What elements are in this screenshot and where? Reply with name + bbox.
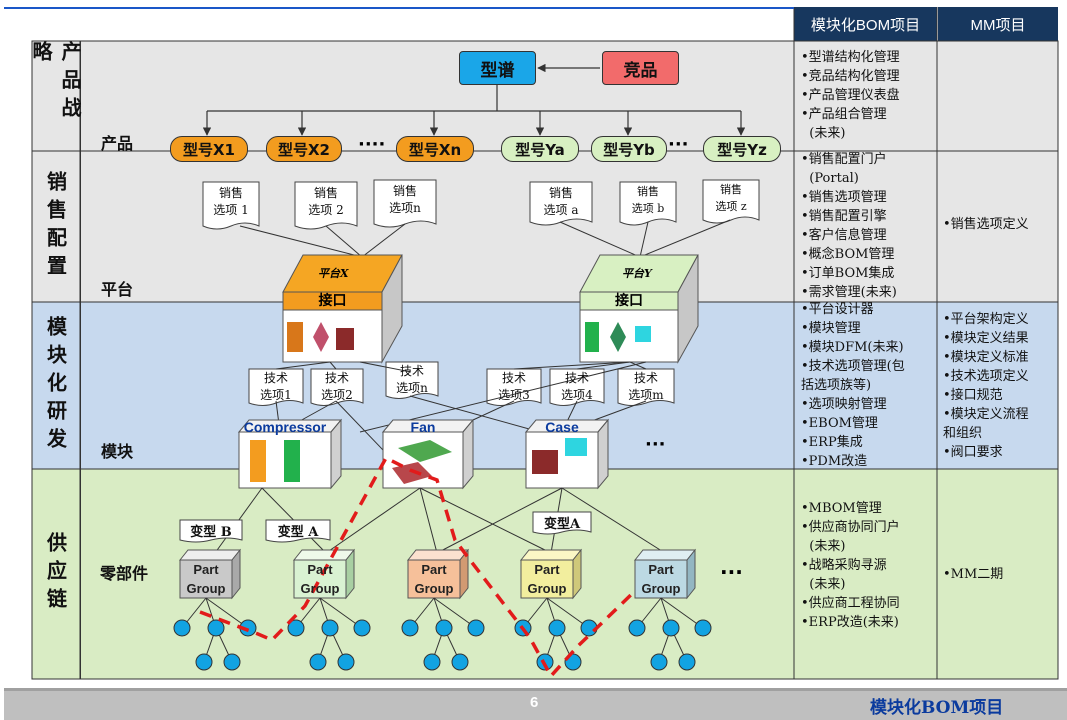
row-strategy: 产品战略 xyxy=(29,41,82,151)
model-ya[interactable]: 型号Ya xyxy=(501,136,579,162)
part-group-dots: ··· xyxy=(720,560,743,584)
tech-option-2: 技术 选项2 xyxy=(321,371,353,402)
page-number: 6 xyxy=(530,694,539,711)
part-node xyxy=(195,653,213,671)
part-group-4[interactable]: Part Group xyxy=(527,562,567,596)
part-node xyxy=(650,653,668,671)
part-node xyxy=(309,653,327,671)
spectrum-box[interactable]: 型谱 xyxy=(459,51,536,85)
module-dots: ··· xyxy=(645,434,666,455)
sales-option-1: 销售 选项 1 xyxy=(213,186,249,217)
bom-supply: •MBOM管理 •供应商协同门户 (未来) •战略采购寻源 (未来) •供应商工… xyxy=(801,501,900,630)
bom-strategy: •型谱结构化管理 •竞品结构化管理 •产品管理仪表盘 •产品组合管理 (未来) xyxy=(801,50,900,141)
tech-option-3: 技术 选项3 xyxy=(498,371,530,402)
part-node xyxy=(548,619,566,637)
platform-y-interface: 接口 xyxy=(615,293,643,309)
platform-x-name: 平台X xyxy=(318,267,349,280)
variant-a-2: 变型A xyxy=(543,517,581,532)
part-node xyxy=(321,619,339,637)
variant-a: 变型 A xyxy=(277,525,319,540)
mm-supply: •MM二期 xyxy=(943,567,1004,582)
part-node xyxy=(207,619,225,637)
row-supply: 供应链 xyxy=(32,469,81,679)
sales-option-a: 销售 选项 a xyxy=(543,186,579,217)
level-platform: 平台 xyxy=(101,280,134,299)
part-node xyxy=(173,619,191,637)
level-module: 模块 xyxy=(101,442,134,461)
footer-title: 模块化BOM项目 xyxy=(870,698,1004,718)
part-node xyxy=(435,619,453,637)
sales-option-n: 销售 选项n xyxy=(389,184,421,215)
part-node xyxy=(423,653,441,671)
tech-option-n: 技术 选项n xyxy=(396,364,428,395)
header-bom: 模块化BOM项目 xyxy=(794,7,937,41)
platform-x-interface: 接口 xyxy=(318,293,347,309)
model-x2[interactable]: 型号X2 xyxy=(266,136,342,162)
part-node xyxy=(401,619,419,637)
part-node xyxy=(287,619,305,637)
platform-y-name: 平台Y xyxy=(622,267,652,280)
tech-option-m: 技术 选项m xyxy=(628,371,664,402)
model-yz[interactable]: 型号Yz xyxy=(703,136,781,162)
module-case[interactable]: Case xyxy=(545,419,579,435)
model-yb[interactable]: 型号Yb xyxy=(591,136,667,162)
header-mm: MM项目 xyxy=(938,7,1058,41)
tech-option-4: 技术 选项4 xyxy=(561,371,593,402)
model-dots-2: ··· xyxy=(668,134,689,155)
part-node xyxy=(628,619,646,637)
bom-column-supply-bg xyxy=(794,469,1058,679)
variant-b: 变型 B xyxy=(190,525,232,540)
part-node xyxy=(694,619,712,637)
sales-option-2: 销售 选项 2 xyxy=(308,186,344,217)
tech-option-1: 技术 选项1 xyxy=(260,371,292,402)
part-node xyxy=(467,619,485,637)
mm-sales: •销售选项定义 xyxy=(943,217,1029,232)
mm-rnd: •平台架构定义 •模块定义结果 •模块定义标准 •技术选项定义 •接口规范 •模… xyxy=(943,312,1029,460)
part-node xyxy=(223,653,241,671)
sales-option-z: 销售 选项 z xyxy=(715,183,747,213)
level-parts: 零部件 xyxy=(100,564,149,583)
part-node xyxy=(662,619,680,637)
row-sales: 销售配置 xyxy=(32,151,81,302)
level-product: 产品 xyxy=(101,134,134,153)
part-group-5[interactable]: Part Group xyxy=(641,562,681,596)
part-group-3[interactable]: Part Group xyxy=(414,562,454,596)
part-node xyxy=(678,653,696,671)
part-node xyxy=(337,653,355,671)
bom-sales: •销售配置门户 (Portal) •销售选项管理 •销售配置引擎 •客户信息管理… xyxy=(801,152,897,300)
model-xn[interactable]: 型号Xn xyxy=(396,136,474,162)
part-group-2[interactable]: Part Group xyxy=(300,562,340,596)
model-dots-1: ···· xyxy=(358,134,386,155)
module-compressor[interactable]: Compressor xyxy=(243,419,327,435)
competitor-box[interactable]: 竞品 xyxy=(602,51,679,85)
bom-rnd: •平台设计器 •模块管理 •模块DFM(未来) •技术选项管理(包 括选项族等)… xyxy=(801,302,905,469)
model-x1[interactable]: 型号X1 xyxy=(170,136,248,162)
sales-option-b: 销售 选项 b xyxy=(631,185,665,215)
row-rnd: 模块化研发 xyxy=(32,302,81,469)
part-node xyxy=(353,619,371,637)
module-fan[interactable]: Fan xyxy=(410,419,436,435)
part-node xyxy=(451,653,469,671)
part-group-1[interactable]: Part Group xyxy=(186,562,226,596)
bom-column-rnd-bg xyxy=(794,302,1058,469)
